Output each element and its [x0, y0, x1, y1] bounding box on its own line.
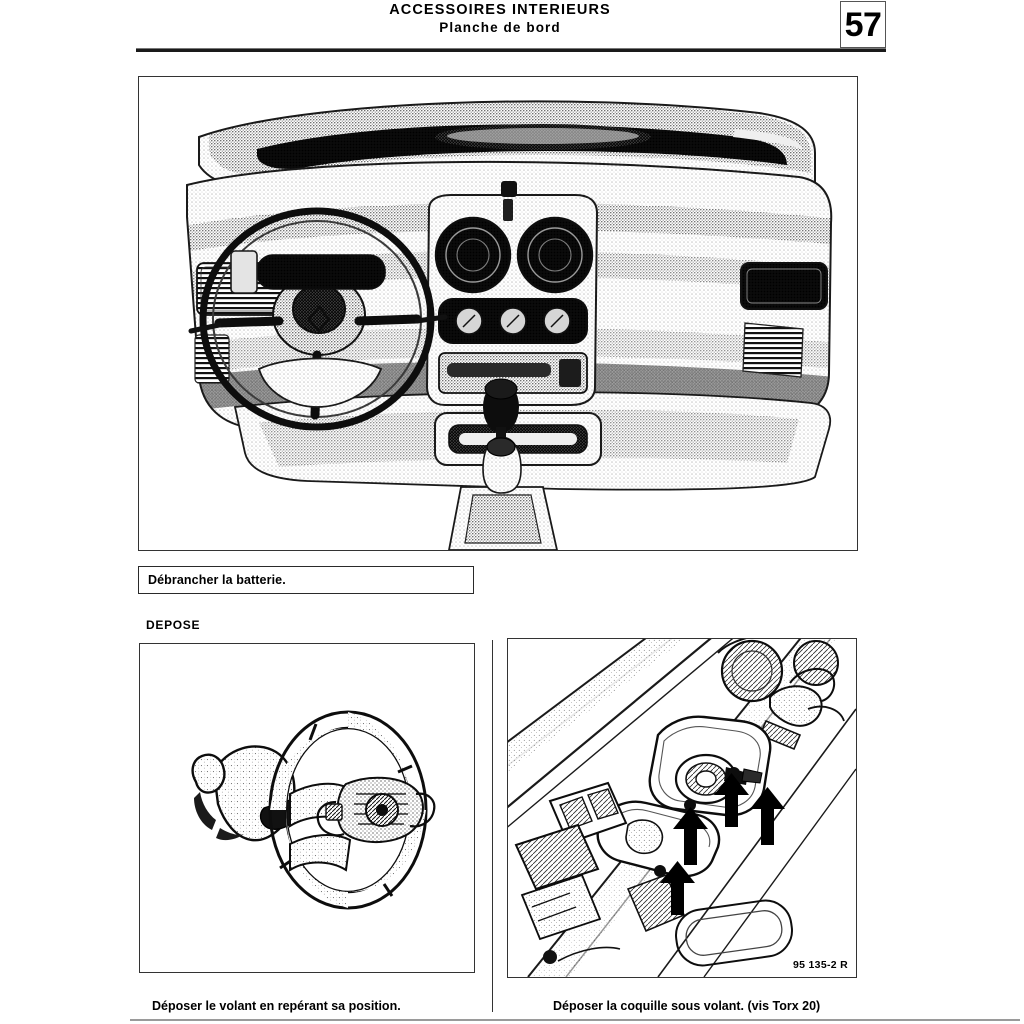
console-trim — [543, 873, 793, 967]
radio-slot — [438, 352, 588, 394]
page-header: ACCESSOIRES INTERIEURS Planche de bord 5… — [0, 0, 1024, 56]
caption-column-shroud: Déposer la coquille sous volant. (vis To… — [553, 999, 821, 1013]
centre-storage-tray — [434, 412, 602, 466]
page-bottom-rule — [130, 1019, 1020, 1021]
callout-arrow-1 — [714, 773, 749, 827]
steering-wheel-figure — [139, 643, 475, 973]
steering-column-shroud-drawing — [508, 639, 856, 977]
header-divider-rule — [136, 48, 886, 52]
steering-wheel-component — [268, 710, 436, 910]
section-heading-depose: DEPOSE — [146, 618, 201, 632]
upper-column-shroud — [648, 715, 772, 817]
hazard-switch — [501, 181, 517, 197]
figure-reference-code: 95 135-2 R — [792, 959, 849, 971]
right-side-grille — [742, 322, 804, 378]
page-number-badge: 57 — [840, 1, 886, 48]
page-subtitle: Planche de bord — [439, 20, 561, 35]
centre-round-vents — [434, 216, 594, 294]
renault-logo-icon — [307, 305, 331, 333]
page-number-text: 57 — [844, 5, 882, 44]
hvac-control-panel — [438, 298, 588, 344]
callout-arrow-4 — [660, 861, 695, 915]
callout-arrows — [660, 773, 785, 915]
gear-lever-assembly — [448, 378, 558, 550]
left-column-stalk — [188, 322, 222, 334]
steering-wheel-hub — [272, 274, 366, 356]
note-box-disconnect-battery: Débrancher la batterie. — [138, 566, 474, 594]
page-title: ACCESSOIRES INTERIEURS — [389, 2, 611, 18]
torx-screw-head-lower — [654, 865, 666, 877]
callout-arrow-3 — [673, 807, 708, 865]
callout-arrow-2 — [750, 787, 785, 845]
rocker-switch-panel — [514, 781, 628, 941]
right-air-vent — [740, 262, 828, 310]
instrument-dials — [717, 639, 839, 703]
dashboard-overview-figure — [138, 76, 858, 551]
steering-column-shroud-figure: 95 135-2 R — [507, 638, 857, 978]
torx-screw-head-upper-left — [684, 799, 696, 811]
steering-wheel-drawing — [191, 710, 436, 910]
caption-steering-wheel: Déposer le volant en repérant sa positio… — [152, 999, 401, 1013]
header-title-block: ACCESSOIRES INTERIEURS Planche de bord — [180, 2, 820, 36]
dashboard-overview-drawing — [186, 100, 833, 550]
right-column-stalk — [414, 314, 448, 324]
column-stalk-switches — [758, 667, 845, 751]
dashboard-upper-pad — [199, 101, 815, 190]
steering-wheel-hub-splines — [316, 776, 436, 844]
centre-console — [425, 181, 599, 406]
note-box-text: Débrancher la batterie. — [148, 573, 286, 587]
panel-vertical-divider — [492, 640, 494, 1012]
instrument-cluster — [256, 254, 386, 290]
